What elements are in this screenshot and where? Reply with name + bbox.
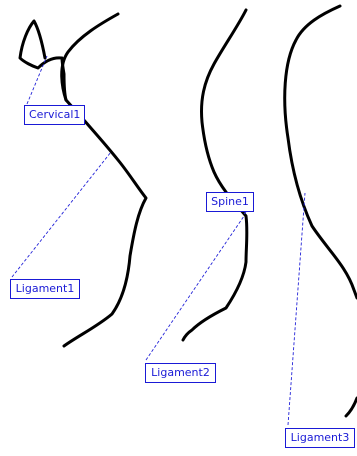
cervical-loop-outline (20, 21, 66, 100)
right-contour-tail (346, 398, 357, 416)
spine-contour (183, 10, 247, 340)
ligament3-label: Ligament3 (285, 428, 355, 448)
ligament1-label: Ligament1 (10, 279, 80, 299)
ligament2-leader (146, 216, 244, 360)
ligament3-leader (288, 193, 305, 425)
spine1-label: Spine1 (206, 192, 254, 212)
cervical1-label: Cervical1 (24, 105, 85, 125)
ligament2-label: Ligament2 (145, 363, 216, 383)
right-contour (285, 6, 357, 298)
ligament1-leader (12, 152, 111, 277)
